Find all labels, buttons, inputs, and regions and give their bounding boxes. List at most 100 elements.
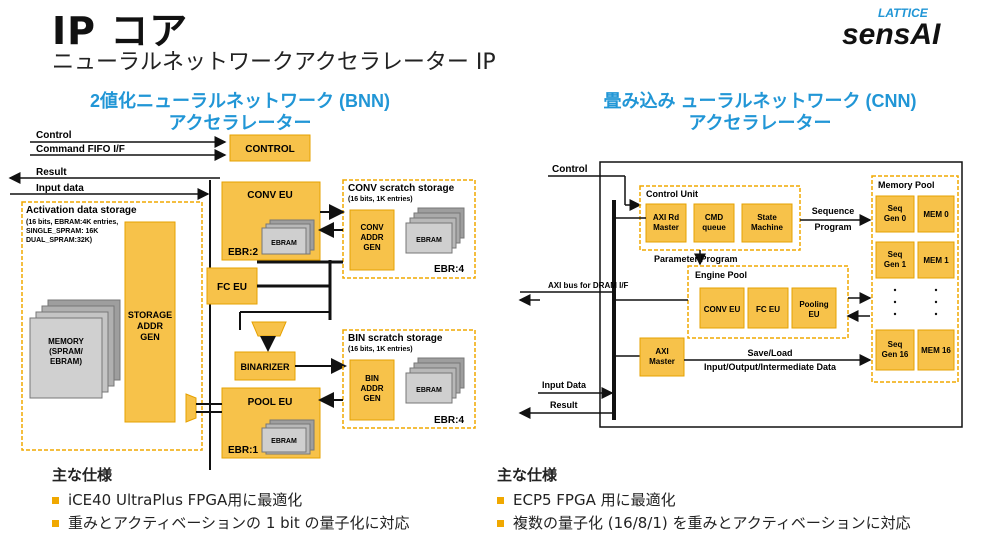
logo-main-text: sensAI <box>842 18 941 48</box>
cnn-features: 主な仕様 ECP5 FPGA 用に最適化 複数の量子化 (16/8/1) を重み… <box>497 464 911 533</box>
bnn-title-line1: 2値化ニューラルネットワーク (BNN) <box>90 91 390 111</box>
bnn-conv-ebram-label: EBRAM <box>271 240 297 247</box>
bnn-features: 主な仕様 iCE40 UltraPlus FPGA用に最適化 重みとアクティベー… <box>52 464 409 533</box>
cnn-title-line1: 畳み込み ューラルネットワーク (CNN) <box>603 91 917 111</box>
bnn-feature-1: iCE40 UltraPlus FPGA用に最適化 <box>68 491 303 509</box>
bnn-io-lines <box>8 136 227 200</box>
cnn-axi-bus-label: AXI bus for DRAM I/F <box>548 281 629 290</box>
cnn-axi-rd-1: AXI Rd <box>653 213 679 222</box>
cnn-mem0-label: MEM 0 <box>923 210 949 219</box>
cnn-io-inter-label: Input/Output/Intermediate Data <box>704 362 837 372</box>
cnn-mem16-label: MEM 16 <box>921 346 951 355</box>
cnn-axi-master-2: Master <box>649 357 675 366</box>
bnn-command-fifo-label: Command FIFO I/F <box>36 144 125 155</box>
bnn-pool-ebram <box>261 427 307 453</box>
bnn-input-data-label: Input data <box>36 183 84 194</box>
cnn-seq0-1: Seq <box>888 204 903 213</box>
bnn-conv-eu-label: CONV EU <box>247 190 293 201</box>
bnn-feature-2: 重みとアクティベーションの 1 bit の量子化に対応 <box>68 514 410 532</box>
cnn-save-load-label: Save/Load <box>747 348 792 358</box>
bnn-features-head: 主な仕様 <box>52 466 113 484</box>
bnn-title: 2値化ニューラルネットワーク (BNN) アクセラレーター <box>60 90 420 134</box>
cnn-cmd-2: queue <box>702 223 726 232</box>
bnn-control-label: Control <box>36 130 72 141</box>
bullet-icon <box>52 497 59 504</box>
bnn-ebr4b-label: EBR:4 <box>434 415 464 426</box>
bnn-ebr2-label: EBR:2 <box>228 247 258 258</box>
bnn-activation-line3: DUAL_SPRAM:32K) <box>26 237 92 244</box>
bnn-conv-addr-2: ADDR <box>360 233 383 242</box>
bnn-conv-scratch-sub: (16 bits, 1K entries) <box>348 196 413 203</box>
bnn-bin-addr-3: GEN <box>363 394 381 403</box>
bnn-pool-eu-label: POOL EU <box>248 397 293 408</box>
bnn-bin-scratch-ebrams <box>405 357 465 404</box>
bnn-feature-item: 重みとアクティベーションの 1 bit の量子化に対応 <box>52 512 409 533</box>
bnn-memory-label-1: MEMORY <box>48 337 84 346</box>
bnn-conv-addr-3: GEN <box>363 243 381 252</box>
bnn-binarizer <box>234 351 296 381</box>
cnn-feature-1: ECP5 FPGA 用に最適化 <box>513 491 676 509</box>
cnn-seq0-2: Gen 0 <box>884 214 907 223</box>
bnn-binarizer-label: BINARIZER <box>241 362 290 372</box>
bnn-bin-scratch-title: BIN scratch storage <box>348 333 443 344</box>
cnn-seq-gen-0 <box>875 195 915 233</box>
bnn-memory-stack <box>29 299 121 399</box>
cnn-axi-master-1: AXI <box>655 347 668 356</box>
bnn-ebr1-label: EBR:1 <box>228 445 258 456</box>
bnn-fc-eu-label: FC EU <box>217 282 247 293</box>
cnn-control-label: Control <box>552 164 588 175</box>
bnn-bin-scratch <box>342 329 476 429</box>
cnn-memory-pool <box>871 175 959 383</box>
cnn-state-1: State <box>757 213 777 222</box>
bnn-control-block-label: CONTROL <box>245 144 294 155</box>
cnn-memory-pool-label: Memory Pool <box>878 180 935 190</box>
bnn-bin-addr-gen <box>349 359 395 421</box>
bullet-icon <box>497 497 504 504</box>
cnn-feature-2: 複数の量子化 (16/8/1) を重みとアクティベーションに対応 <box>513 514 911 532</box>
cnn-features-head: 主な仕様 <box>497 466 558 484</box>
cnn-sequence-label: Sequence <box>812 206 855 216</box>
cnn-program-label: Program <box>814 222 851 232</box>
bnn-bin-addr-1: BIN <box>365 374 379 383</box>
bnn-activation-line2: SINGLE_SPRAM: 16K <box>26 228 98 235</box>
bnn-activation-title: Activation data storage <box>26 205 137 216</box>
cnn-parameter-program-label: Parameter Program <box>654 254 738 264</box>
cnn-seq-gen-1 <box>875 241 915 279</box>
cnn-feature-item: 複数の量子化 (16/8/1) を重みとアクティベーションに対応 <box>497 512 911 533</box>
bnn-conv-ebram <box>261 227 307 255</box>
bnn-storage-label-2: ADDR <box>137 321 163 331</box>
cnn-mem1-label: MEM 1 <box>923 256 949 265</box>
bullet-icon <box>497 520 504 527</box>
cnn-axi-rd-2: Master <box>653 223 679 232</box>
bnn-activation-line1: (16 bits, EBRAM:4K entries, <box>26 219 118 226</box>
bnn-bin-scratch-ebram-label: EBRAM <box>416 387 442 394</box>
cnn-mem-16 <box>917 329 955 371</box>
cnn-axi-rd-master <box>645 203 687 243</box>
bnn-activation-storage <box>21 201 203 451</box>
cnn-seq16-2: Gen 16 <box>882 350 909 359</box>
cnn-result-label: Result <box>550 400 578 410</box>
cnn-pooling-2: EU <box>808 310 819 319</box>
cnn-seq16-1: Seq <box>888 340 903 349</box>
bnn-memory-label-3: EBRAM) <box>50 357 82 366</box>
bnn-conv-addr-1: CONV <box>360 223 384 232</box>
bnn-conv-scratch-ebrams <box>405 207 465 254</box>
cnn-outer-box <box>599 161 963 428</box>
bnn-memory-label-2: (SPRAM/ <box>49 347 84 356</box>
bnn-conv-addr-gen <box>349 209 395 271</box>
lattice-sensai-logo: LATTICE sensAI <box>842 6 941 48</box>
logo-top-text: LATTICE <box>878 6 929 20</box>
bnn-conv-scratch-ebram-label: EBRAM <box>416 237 442 244</box>
bnn-pool-ebram-label: EBRAM <box>271 438 297 445</box>
bnn-feature-item: iCE40 UltraPlus FPGA用に最適化 <box>52 489 409 510</box>
page-subtitle: ニューラルネットワークアクセラレーター IP <box>52 50 496 75</box>
cnn-mem-1 <box>917 241 955 279</box>
cnn-seq-gen-16 <box>875 329 915 371</box>
bnn-storage-label-3: GEN <box>140 332 160 342</box>
bullet-icon <box>52 520 59 527</box>
cnn-fc-eu <box>747 287 789 329</box>
cnn-feature-item: ECP5 FPGA 用に最適化 <box>497 489 911 510</box>
bnn-result-label: Result <box>36 167 67 178</box>
cnn-axi-master <box>639 337 685 377</box>
